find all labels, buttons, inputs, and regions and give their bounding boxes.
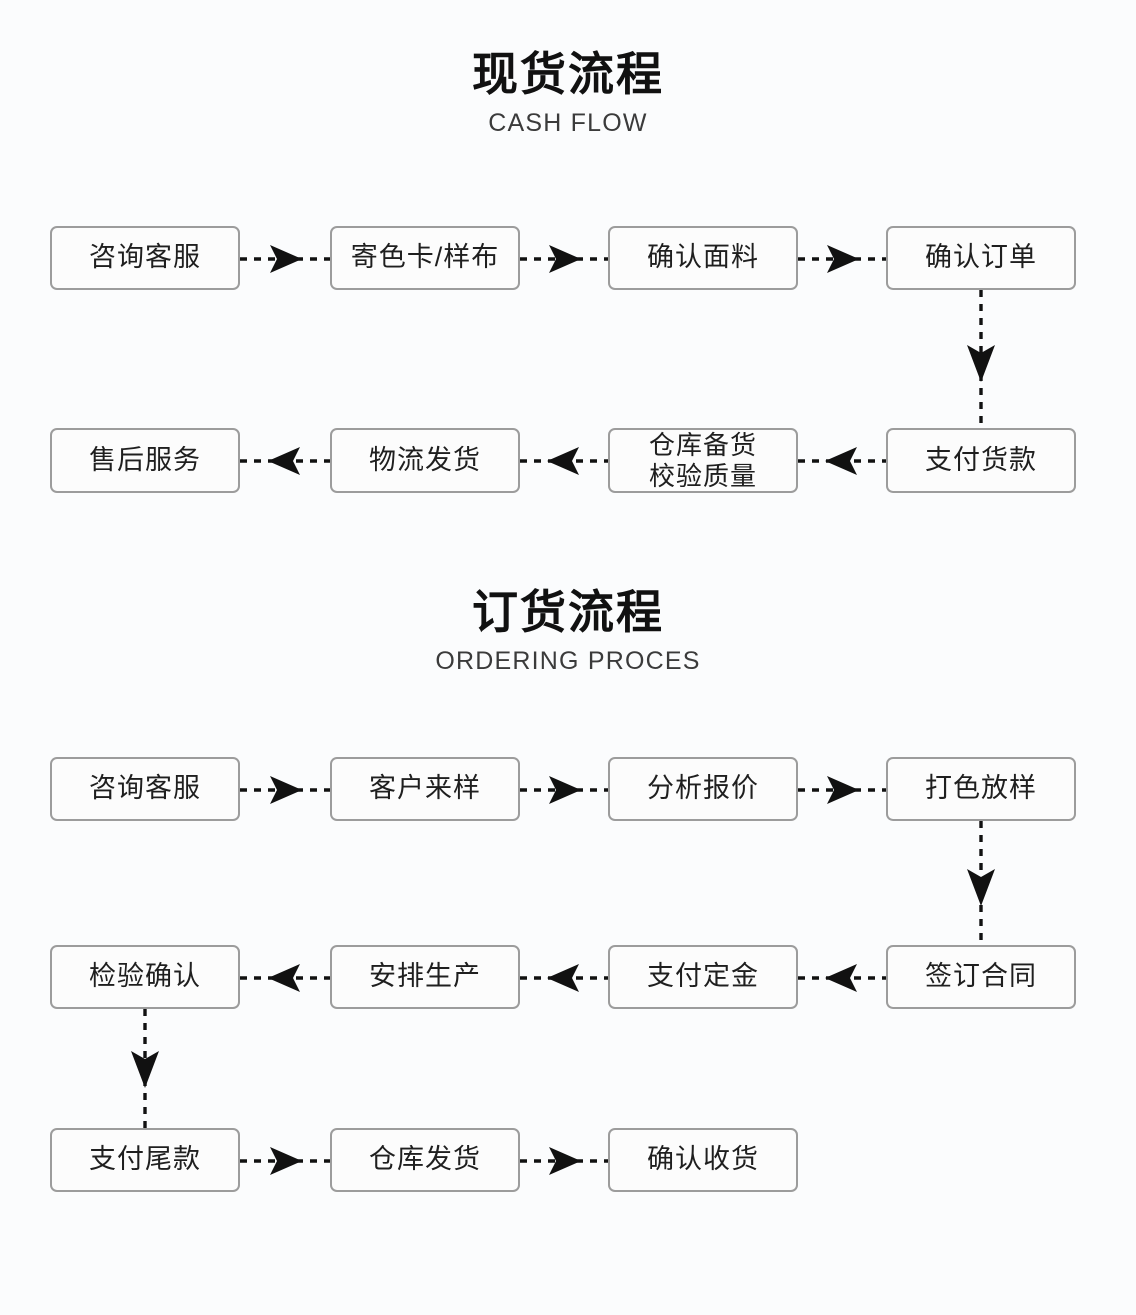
node-label: 支付货款	[925, 444, 1037, 475]
node-label: 支付定金	[647, 961, 759, 992]
node-label: 咨询客服	[89, 773, 201, 804]
connector-arrow-left-icon	[240, 445, 330, 477]
connector-arrow-right-icon	[520, 243, 608, 275]
node-label: 仓库备货 校验质量	[648, 430, 757, 491]
connector-arrow-left-icon	[520, 445, 608, 477]
node-order-arrange-production[interactable]: 安排生产	[330, 945, 520, 1009]
node-label: 售后服务	[89, 444, 201, 475]
node-order-confirm-receipt[interactable]: 确认收货	[608, 1128, 798, 1192]
connector-arrow-right-icon	[240, 774, 330, 806]
node-order-warehouse-shipment[interactable]: 仓库发货	[330, 1128, 520, 1192]
connector-arrow-left-icon	[798, 962, 886, 994]
node-order-analyze-quote[interactable]: 分析报价	[608, 757, 798, 821]
node-label: 签订合同	[925, 961, 1037, 992]
connector-arrow-right-icon	[240, 243, 330, 275]
node-cash-confirm-order[interactable]: 确认订单	[886, 226, 1076, 290]
node-label: 仓库发货	[369, 1144, 481, 1175]
node-order-sign-contract[interactable]: 签订合同	[886, 945, 1076, 1009]
connector-arrow-right-icon	[520, 1145, 608, 1177]
node-label: 确认订单	[925, 242, 1037, 273]
node-label: 支付尾款	[89, 1144, 201, 1175]
node-label: 确认面料	[647, 242, 759, 273]
section-title-ordering-process-cn: 订货流程	[472, 586, 664, 638]
node-cash-consult-service[interactable]: 咨询客服	[50, 226, 240, 290]
node-cash-confirm-fabric[interactable]: 确认面料	[608, 226, 798, 290]
node-cash-logistics-shipping[interactable]: 物流发货	[330, 428, 520, 493]
node-label: 物流发货	[369, 444, 481, 475]
node-order-inspection-confirm[interactable]: 检验确认	[50, 945, 240, 1009]
connector-arrow-right-icon	[520, 774, 608, 806]
node-order-customer-sample[interactable]: 客户来样	[330, 757, 520, 821]
node-label: 客户来样	[369, 773, 481, 804]
node-label: 分析报价	[647, 773, 759, 804]
connector-arrow-left-icon	[520, 962, 608, 994]
node-order-consult-service[interactable]: 咨询客服	[50, 757, 240, 821]
connector-arrow-right-icon	[240, 1145, 330, 1177]
node-order-pay-deposit[interactable]: 支付定金	[608, 945, 798, 1009]
node-label: 咨询客服	[89, 242, 201, 273]
connector-arrow-down-icon	[129, 1009, 161, 1128]
connector-arrow-down-icon	[965, 290, 997, 428]
node-label: 安排生产	[369, 961, 481, 992]
section-title-cash-flow: 现货流程 CASH FLOW	[0, 48, 1136, 139]
node-cash-warehouse-stock-quality-check[interactable]: 仓库备货 校验质量	[608, 428, 798, 493]
connector-arrow-right-icon	[798, 774, 886, 806]
connector-arrow-left-icon	[240, 962, 330, 994]
node-label: 打色放样	[925, 773, 1037, 804]
section-title-ordering-process-en: ORDERING PROCES	[435, 646, 701, 675]
connector-arrow-down-icon	[965, 821, 997, 945]
node-cash-after-sales[interactable]: 售后服务	[50, 428, 240, 493]
connector-arrow-left-icon	[798, 445, 886, 477]
node-label: 确认收货	[647, 1144, 759, 1175]
node-cash-send-color-card[interactable]: 寄色卡/样布	[330, 226, 520, 290]
section-title-ordering-process: 订货流程 ORDERING PROCES	[0, 586, 1136, 677]
node-label: 检验确认	[89, 961, 201, 992]
connector-arrow-right-icon	[798, 243, 886, 275]
node-order-pay-balance[interactable]: 支付尾款	[50, 1128, 240, 1192]
node-label: 寄色卡/样布	[350, 242, 500, 273]
node-cash-pay-goods[interactable]: 支付货款	[886, 428, 1076, 493]
section-title-cash-flow-en: CASH FLOW	[488, 108, 648, 137]
section-title-cash-flow-cn: 现货流程	[472, 48, 664, 100]
node-order-color-lab-dip[interactable]: 打色放样	[886, 757, 1076, 821]
